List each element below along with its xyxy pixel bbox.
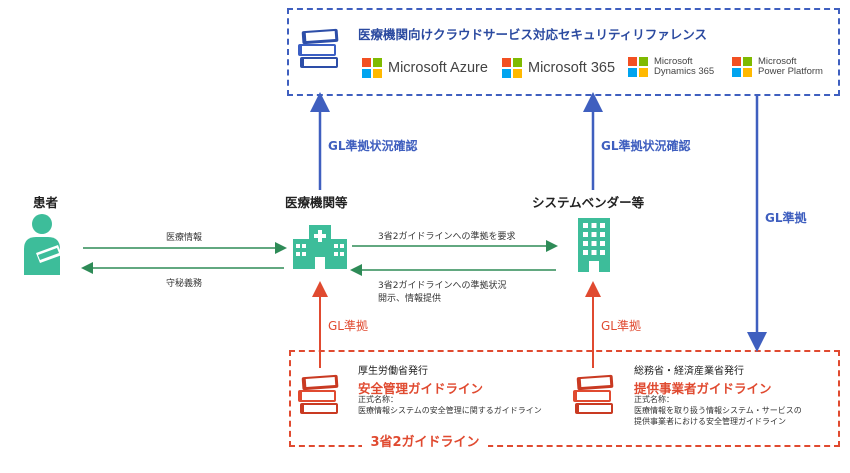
mhlw-books-icon [298,374,339,414]
microsoft-logo-icon [502,58,522,78]
reference-title: 医療機関向けクラウドサービス対応セキュリティリファレンス [358,27,708,42]
meti-guideline-title: 提供事業者ガイドライン [634,381,772,396]
label-request-compliance: 3省2ガイドラインへの準拠を要求 [378,232,516,242]
product-dynamics365: Microsoft Dynamics 365 [628,57,714,77]
vendor-building-icon [578,218,610,272]
mhlw-formal-label: 正式名称： [358,395,398,404]
vendor-label: システムベンダー等 [532,195,645,210]
label-gl-comply-right: GL準拠 [765,211,807,225]
meti-formal-line1: 医療情報を取り扱う情報システム・サービスの [634,406,802,415]
guidelines-group-title: 3省2ガイドライン [0,431,850,450]
mhlw-issuer: 厚生労働省発行 [358,366,428,377]
label-confidentiality: 守秘義務 [166,279,203,289]
meti-books-icon [573,374,614,414]
product-power-platform: Microsoft Power Platform [732,57,823,77]
reference-books-icon [298,28,339,68]
microsoft-logo-icon [362,58,382,78]
hospital-icon [293,225,347,269]
meti-formal-line2: 提供事業者における安全管理ガイドライン [634,417,786,426]
product-m365: Microsoft 365 [502,58,615,78]
label-disclose-1: 3省2ガイドラインへの準拠状況 [378,281,507,291]
mhlw-guideline-title: 安全管理ガイドライン [358,381,484,396]
label-gl-check-hospital: GL準拠状況確認 [328,139,418,153]
mhlw-formal-name: 医療情報システムの安全管理に関するガイドライン [358,406,542,415]
hospital-label: 医療機関等 [285,195,348,210]
label-gl-comply-vendor: GL準拠 [601,319,641,333]
label-gl-comply-hospital: GL準拠 [328,319,368,333]
patient-label: 患者 [33,195,59,210]
label-disclose-2: 開示、情報提供 [378,294,442,304]
patient-icon [24,214,62,275]
microsoft-logo-icon [628,57,648,77]
guidelines-box [289,350,840,447]
label-medical-info: 医療情報 [166,233,203,243]
product-azure: Microsoft Azure [362,58,488,78]
meti-formal-label: 正式名称： [634,395,674,404]
microsoft-logo-icon [732,57,752,77]
meti-issuer: 総務省・経済産業省発行 [634,366,744,377]
label-gl-check-vendor: GL準拠状況確認 [601,139,691,153]
reference-box [287,8,840,96]
